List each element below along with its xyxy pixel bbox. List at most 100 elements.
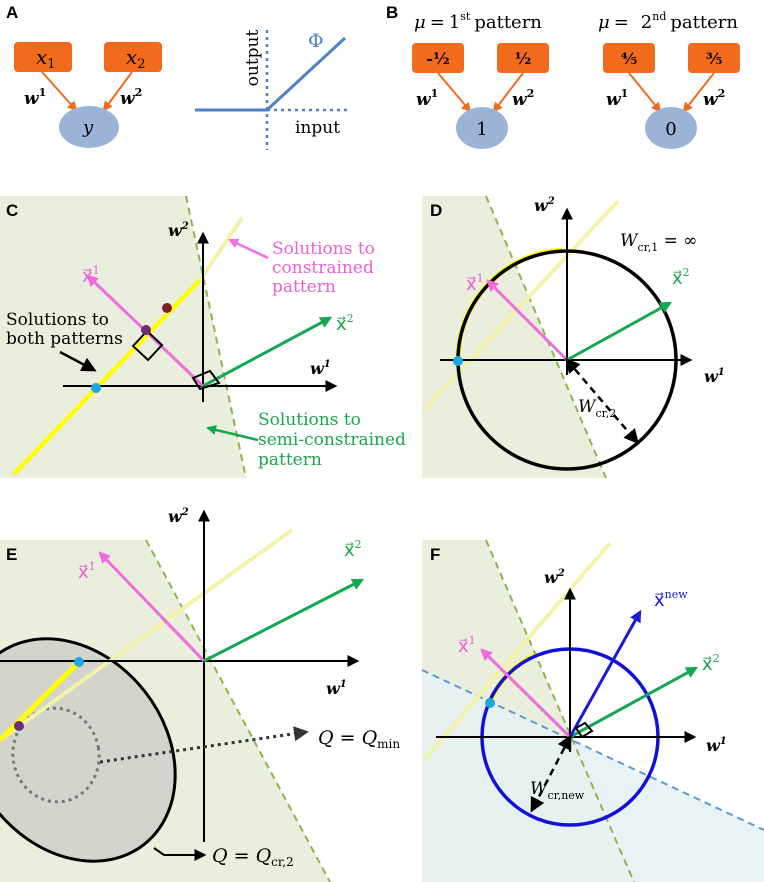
d-wcr1-label: Wcr,1 = ∞ (620, 231, 697, 254)
x2-node-label: x2 (126, 45, 146, 72)
d-w2-axis-label: w2 (534, 196, 555, 215)
f-x2-vector (569, 666, 699, 739)
c-both-solution-dot (141, 325, 151, 335)
e-x2-label: x⃗2 (344, 538, 362, 561)
c-w2-axis-label: w2 (168, 221, 189, 240)
e-qmin-label: Q = Qmin (318, 727, 400, 751)
c-right-angle-x1 (131, 329, 164, 362)
p1-input-1-node (412, 43, 464, 73)
p1-input-2-node (497, 43, 549, 73)
y-node-label: y (82, 117, 94, 138)
d-wcr2-radius (565, 357, 639, 445)
c-constrained-label-line-1: Solutions to (272, 239, 375, 259)
c-semi-pointer (206, 425, 259, 442)
c-semi-label-line-1: Solutions to (258, 410, 361, 430)
c-semi-label-line-2: semi-constrained (258, 430, 406, 450)
panel-letter-c: C (6, 201, 18, 220)
p2-w1-label: w1 (606, 87, 628, 110)
p2-input-2-node (688, 43, 740, 73)
c-semi-constrained-halfspace (0, 196, 246, 478)
panel-letter-d: D (430, 201, 442, 220)
c-both-pointer (59, 350, 97, 372)
c-constrained-label-line-3: pattern (272, 277, 336, 297)
p1-w1-label: w1 (416, 87, 438, 110)
p2-input-1-value: ⅘ (621, 49, 638, 68)
d-wcr2-label: Wcr,2 (578, 397, 616, 420)
p2-w2-edge (682, 72, 715, 113)
panel-f: F w2 w1 x⃗1 x⃗2 x⃗new Wcr,new (421, 539, 764, 882)
p1-w2-label: w2 (512, 87, 534, 110)
e-constrained-line-solution (0, 660, 81, 742)
e-x1-label: x⃗1 (78, 560, 96, 583)
c-constrained-line-upper (198, 216, 244, 282)
x2-input-node (104, 42, 162, 72)
e-optimal-solution-dot (14, 721, 24, 731)
f-x1-label: x⃗1 (458, 634, 476, 657)
c-semi-constrained-boundary (185, 195, 247, 479)
x1-node-label: x1 (36, 45, 56, 72)
d-x2-vector (566, 301, 673, 362)
d-semi-constrained-halfspace (422, 196, 606, 478)
e-w2-axis-label: w2 (168, 507, 189, 526)
c-both-label-line-1: Solutions to (6, 310, 109, 330)
f-x1-vector (480, 648, 572, 739)
p1-input-2-value: ½ (515, 49, 532, 68)
c-semi-label-line-3: pattern (258, 450, 322, 470)
panel-d: D w2 w1 x⃗1 x⃗2 Wcr,1 = ∞ Wcr,2 (422, 195, 725, 479)
e-qcr-label: Q = Qcr,2 (212, 845, 294, 869)
f-solution-dot (485, 698, 495, 708)
c-w1-axis-label: w1 (310, 359, 331, 378)
p1-input-1-value: -½ (426, 49, 449, 68)
e-x1-vector (98, 551, 206, 663)
d-w1-axis-label: w1 (704, 367, 725, 386)
d-constrained-line (422, 199, 620, 412)
panel-c: C w2 w1 x⃗1 x⃗2 Solutions to constrained… (0, 195, 406, 479)
phi-relu-curve (195, 36, 347, 112)
e-qcr-pointer (153, 847, 207, 861)
f-new-pattern-halfspace (422, 670, 764, 882)
p2-input-1-node (603, 43, 655, 73)
e-constrained-line (0, 528, 294, 742)
panel-letter-f: F (430, 545, 440, 564)
c-constrained-solution-dot (162, 303, 172, 313)
e-qmin-contour (11, 706, 101, 804)
p2-output-value: 0 (665, 119, 676, 140)
c-right-angle-x2 (191, 369, 221, 391)
p2-output-node (645, 107, 697, 149)
p2-w1-edge (628, 72, 662, 113)
f-wcr-new-label: Wcr,new (530, 779, 585, 802)
p2-w2-label: w2 (703, 87, 725, 110)
p1-output-node (456, 107, 508, 149)
f-xnew-vector (568, 609, 642, 738)
f-x2-label: x⃗2 (702, 652, 720, 675)
c-x2-label: x⃗2 (336, 312, 354, 335)
f-xnew-label: x⃗new (654, 588, 688, 611)
input-axis-label: input (295, 118, 340, 138)
e-qcr-ellipse (0, 637, 177, 863)
p2-input-2-value: ⅗ (706, 49, 723, 68)
c-x2-vector (202, 316, 333, 388)
d-x1-vector (486, 279, 569, 362)
f-wcr-new-radius (530, 734, 572, 813)
f-w2-axis-label: w2 (544, 568, 565, 587)
panel-letter-e: E (6, 545, 17, 564)
output-axis-label: output (243, 29, 263, 86)
d-x2-label: x⃗2 (672, 266, 690, 289)
f-w1-axis-label: w1 (706, 736, 727, 755)
w2-edge-arrow (102, 71, 133, 112)
e-w1-axis-label: w1 (326, 679, 347, 698)
c-constrained-label-line-2: constrained (272, 258, 374, 278)
panel-a: A x1 x2 y w1 w2 output input Φ (6, 3, 350, 150)
e-semi-constrained-boundary (145, 539, 331, 882)
w1-edge-arrow (41, 71, 78, 112)
p1-w1-edge (437, 72, 472, 113)
x1-input-node (14, 42, 72, 72)
f-constrained-line (422, 541, 612, 762)
p1-output-value: 1 (476, 119, 487, 140)
c-both-label-line-2: both patterns (6, 329, 123, 349)
w2-weight-label: w2 (120, 86, 142, 109)
